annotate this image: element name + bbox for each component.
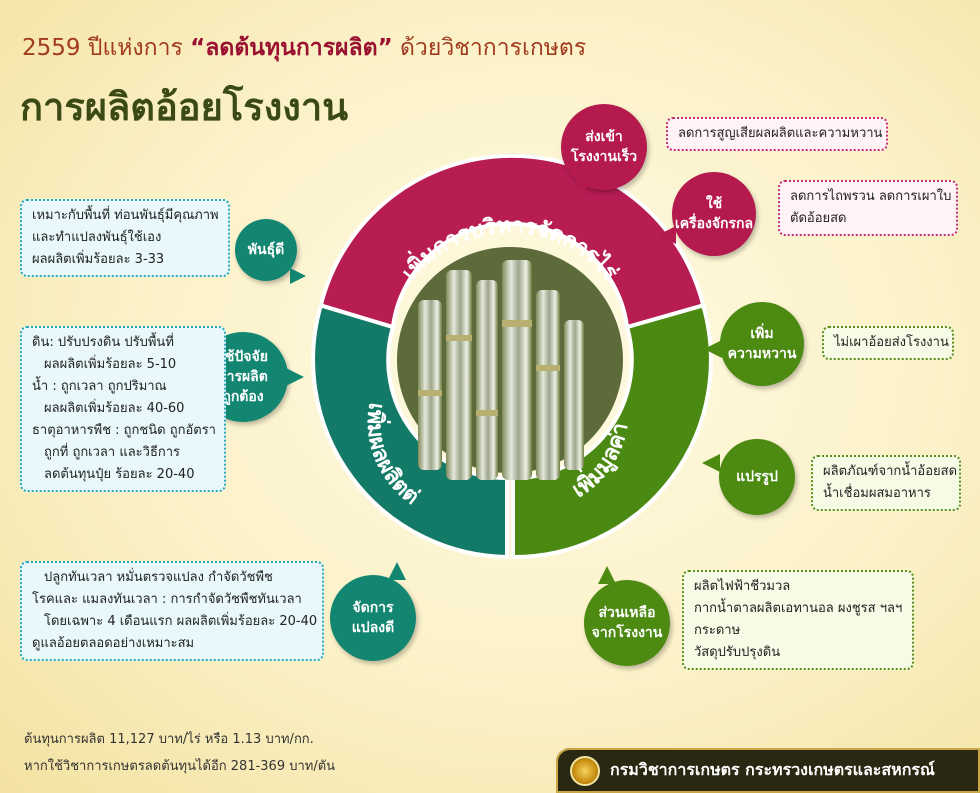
cost-note: ต้นทุนการผลิต 11,127 บาท/ไร่ หรือ 1.13 บ… (24, 726, 335, 780)
bubble-processing: แปรรูป (719, 439, 795, 515)
savings-line: หากใช้วิชาการเกษตรลดต้นทุนได้อีก 281-369… (24, 759, 336, 774)
bubble-sweetness: เพิ่ม ความหวาน (720, 302, 804, 386)
bubble-tail (702, 454, 720, 472)
bubble-good-plot: จัดการ แปลงดี (330, 575, 416, 661)
bubble-fast-delivery: ส่งเข้า โรงงานเร็ว (561, 104, 647, 190)
subtitle-quote: “ลดต้นทุนการผลิต” (190, 35, 393, 61)
department-logo-icon (570, 755, 600, 786)
department-banner: กรมวิชาการเกษตร กระทรวงเกษตรและสหกรณ์ (556, 748, 980, 793)
bubble-tail (704, 340, 722, 358)
bubble-tail (290, 268, 306, 284)
ring-diagram: เพิ่มการบริหารจัดการไร่ เพิ่มผลผลิตต่อไร… (300, 151, 713, 560)
bubble-tail (658, 226, 676, 244)
info-box-processing: ผลิตภัณฑ์จากน้ำอ้อยสด น้ำเชื่อมผสมอาหาร (811, 455, 961, 511)
subtitle-suffix: ด้วยวิชาการเกษตร (392, 35, 587, 61)
info-box-plot: ปลูกทันเวลา หมั่นตรวจแปลง กำจัดวัชพืช โร… (20, 561, 324, 661)
ring-segment-yield (311, 302, 509, 560)
bubble-tail (574, 176, 592, 194)
info-box-inputs: ดิน: ปรับปรงดิน ปรับพื้นที่ ผลผลิตเพิ่มร… (20, 326, 226, 492)
bubble-tail (286, 368, 304, 386)
info-box-sweetness: ไม่เผาอ้อยส่งโรงงาน (822, 326, 954, 360)
info-box-fast-delivery: ลดการสูญเสียผลผลิตและความหวาน (666, 117, 888, 151)
ring-segment-management (318, 153, 706, 330)
bubble-tail (598, 566, 616, 584)
cost-line: ต้นทุนการผลิต 11,127 บาท/ไร่ หรือ 1.13 บ… (24, 732, 314, 747)
info-box-machinery: ลดการไถพรวน ลดการเผาใบ ตัดอ้อยสด (778, 180, 958, 236)
info-box-residue: ผลิตไฟฟ้าชีวมวล กากน้ำตาลผลิตเอทานอล ผงช… (682, 570, 914, 670)
bubble-good-variety: พันธุ์ดี (235, 219, 297, 281)
bubble-tail (388, 562, 406, 580)
subtitle-prefix: 2559 ปีแห่งการ (22, 35, 191, 61)
info-box-variety: เหมาะกับพื้นที่ ท่อนพันธุ์มีคุณภาพ และทำ… (20, 199, 230, 277)
bubble-machinery: ใช้ เครื่องจักรกล (672, 172, 756, 256)
ring-segment-value (511, 302, 713, 560)
department-name: กรมวิชาการเกษตร กระทรวงเกษตรและสหกรณ์ (610, 760, 935, 779)
bubble-residue: ส่วนเหลือ จากโรงงาน (584, 580, 670, 666)
sugarcane-stalks (418, 260, 584, 480)
page-title: การผลิตอ้อยโรงงาน (20, 85, 349, 129)
page-subtitle: 2559 ปีแห่งการ “ลดต้นทุนการผลิต” ด้วยวิช… (22, 30, 586, 66)
